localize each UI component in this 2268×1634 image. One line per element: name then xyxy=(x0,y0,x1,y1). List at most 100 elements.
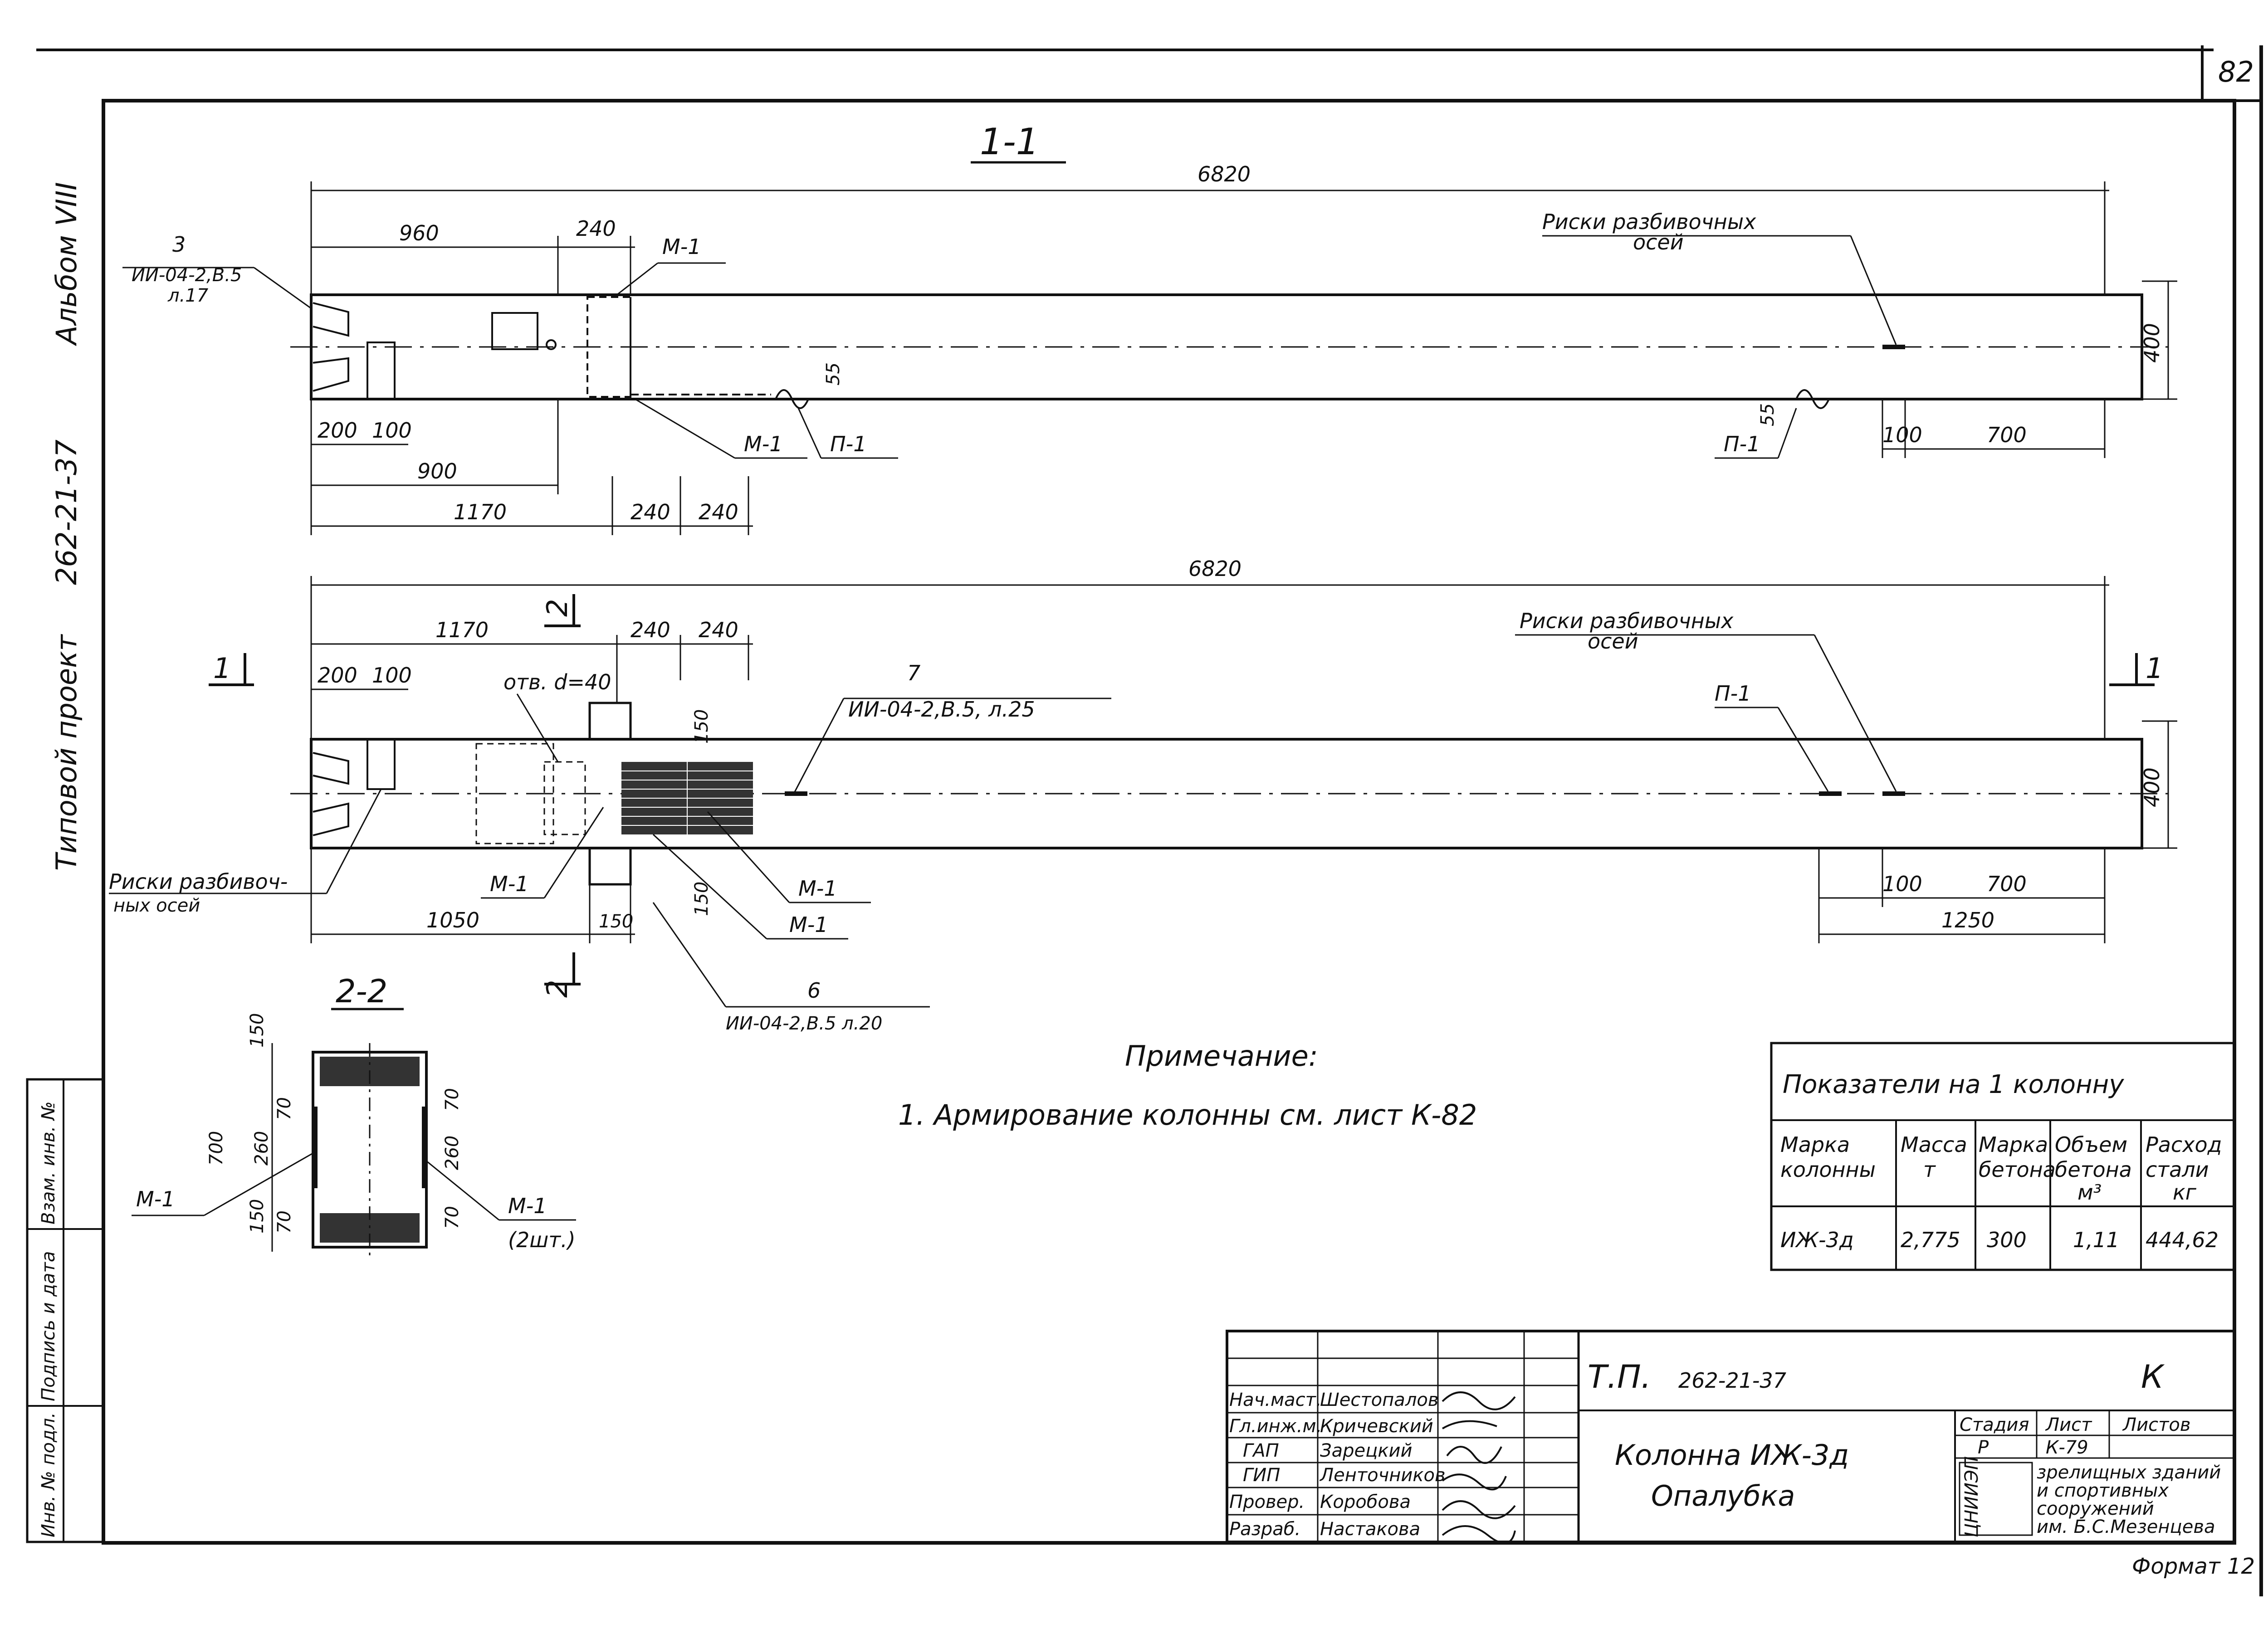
svg-text:240: 240 xyxy=(699,618,738,642)
svg-text:Зарецкий: Зарецкий xyxy=(1320,1440,1413,1461)
svg-text:отв. d=40: отв. d=40 xyxy=(503,670,611,694)
svg-text:и спортивных: и спортивных xyxy=(2037,1480,2169,1501)
svg-text:150: 150 xyxy=(691,709,712,744)
svg-text:бетона: бетона xyxy=(1979,1157,2056,1182)
svg-text:Инв. № подл.: Инв. № подл. xyxy=(38,1412,59,1537)
svg-text:осей: осей xyxy=(1633,230,1684,254)
svg-text:3: 3 xyxy=(172,232,186,257)
svg-text:Взам. инв. №: Взам. инв. № xyxy=(38,1101,59,1224)
svg-text:М-1: М-1 xyxy=(490,872,529,896)
svg-text:6820: 6820 xyxy=(1198,162,1251,186)
svg-text:М-1: М-1 xyxy=(508,1194,547,1218)
svg-text:6820: 6820 xyxy=(1188,556,1242,581)
svg-text:К: К xyxy=(2141,1358,2165,1395)
svg-text:осей: осей xyxy=(1588,629,1638,654)
sheet-number: 82 xyxy=(2218,55,2254,88)
svg-text:Подпись и дата: Подпись и дата xyxy=(38,1251,59,1401)
svg-text:Показатели на 1 колонну: Показатели на 1 колонну xyxy=(1783,1070,2124,1099)
svg-text:Примечание:: Примечание: xyxy=(1125,1039,1318,1073)
svg-text:100: 100 xyxy=(1882,872,1922,896)
svg-text:Настакова: Настакова xyxy=(1320,1519,1420,1540)
svg-text:444,62: 444,62 xyxy=(2146,1228,2219,1252)
svg-text:зрелищных зданий: зрелищных зданий xyxy=(2037,1462,2221,1483)
svg-text:1,11: 1,11 xyxy=(2073,1228,2119,1252)
svg-text:колонны: колонны xyxy=(1780,1157,1876,1182)
svg-text:Т.П.: Т.П. xyxy=(1588,1358,1651,1395)
svg-text:70: 70 xyxy=(274,1097,295,1120)
svg-text:им. Б.С.Мезенцева: им. Б.С.Мезенцева xyxy=(2037,1517,2215,1537)
svg-text:55: 55 xyxy=(1757,403,1778,426)
svg-text:70: 70 xyxy=(442,1088,463,1111)
svg-text:Стадия: Стадия xyxy=(1960,1415,2029,1435)
svg-text:700: 700 xyxy=(1987,423,2027,447)
svg-text:400: 400 xyxy=(2140,323,2164,363)
svg-text:1250: 1250 xyxy=(1941,908,1994,932)
plan-view: 6820 1170 240 240 200 100 150 отв. d=40 … xyxy=(109,556,2177,1034)
svg-text:ИИ-04-2,В.5 л.20: ИИ-04-2,В.5 л.20 xyxy=(726,1013,882,1034)
svg-text:ГАП: ГАП xyxy=(1243,1440,1279,1461)
svg-text:240: 240 xyxy=(631,618,670,642)
svg-text:200: 200 xyxy=(318,418,357,443)
svg-text:Марка: Марка xyxy=(1780,1132,1850,1157)
svg-text:П-1: П-1 xyxy=(1715,681,1751,706)
svg-text:6: 6 xyxy=(807,978,821,1003)
svg-text:70: 70 xyxy=(274,1210,295,1234)
svg-text:Альбом VIII: Альбом VIII xyxy=(50,182,83,347)
svg-text:М-1: М-1 xyxy=(798,876,837,901)
svg-text:150: 150 xyxy=(691,882,712,916)
svg-text:400: 400 xyxy=(2140,767,2164,807)
svg-text:сооружений: сооружений xyxy=(2037,1498,2154,1519)
svg-text:240: 240 xyxy=(699,500,738,524)
svg-text:М-1: М-1 xyxy=(136,1187,175,1211)
svg-text:260: 260 xyxy=(251,1131,272,1166)
svg-text:л.17: л.17 xyxy=(167,285,209,306)
svg-text:1050: 1050 xyxy=(426,908,479,932)
title-block: Т.П. 262-21-37 К Колонна ИЖ-3д Опалубка … xyxy=(1226,1330,2235,1544)
svg-text:7: 7 xyxy=(907,661,920,685)
svg-text:1170: 1170 xyxy=(454,500,507,524)
svg-text:1. Армирование колонны см. лис: 1. Армирование колонны см. лист К-82 xyxy=(898,1098,1477,1132)
indicators-table: Показатели на 1 колонну Марка колонны Ма… xyxy=(1770,1042,2235,1271)
svg-text:240: 240 xyxy=(631,500,670,524)
svg-text:960: 960 xyxy=(399,221,439,245)
section-2-2-title: 2-2 xyxy=(336,973,387,1010)
svg-text:700: 700 xyxy=(1987,872,2027,896)
svg-text:1170: 1170 xyxy=(435,618,489,642)
svg-text:240: 240 xyxy=(576,216,616,241)
svg-text:М-1: М-1 xyxy=(789,912,828,937)
svg-text:Кричевский: Кричевский xyxy=(1320,1416,1433,1437)
svg-text:М-1: М-1 xyxy=(662,234,701,259)
left-stamp: Взам. инв. № Подпись и дата Инв. № подл. xyxy=(26,1078,105,1543)
section-1-1-title: 1-1 xyxy=(980,121,1039,163)
svg-text:Колонна ИЖ-3д: Колонна ИЖ-3д xyxy=(1615,1439,1849,1472)
section-2-2: 2-2 150 700 260 70 150 70 260 70 70 М-1 … xyxy=(132,973,576,1256)
svg-text:ИЖ-3д: ИЖ-3д xyxy=(1780,1228,1854,1252)
svg-text:260: 260 xyxy=(442,1136,463,1170)
svg-text:т: т xyxy=(1923,1157,1936,1182)
svg-text:Лист: Лист xyxy=(2045,1415,2092,1435)
svg-text:1: 1 xyxy=(213,652,231,685)
svg-text:П-1: П-1 xyxy=(1724,432,1760,456)
svg-text:Типовой проект: Типовой проект xyxy=(50,634,83,871)
side-project-label: Альбом VIII 262-21-37 Типовой проект xyxy=(50,182,83,871)
svg-text:м³: м³ xyxy=(2077,1180,2102,1205)
svg-text:ИИ-04-2,В.5: ИИ-04-2,В.5 xyxy=(132,265,242,286)
svg-text:Ленточников: Ленточников xyxy=(1319,1465,1446,1486)
svg-text:Гл.инж.м.: Гл.инж.м. xyxy=(1229,1416,1322,1437)
svg-text:100: 100 xyxy=(1882,423,1922,447)
svg-text:150: 150 xyxy=(599,911,633,932)
svg-text:2: 2 xyxy=(541,599,574,617)
note: Примечание: 1. Армирование колонны см. л… xyxy=(898,1039,1477,1132)
svg-text:2: 2 xyxy=(541,980,574,998)
svg-text:262-21-37: 262-21-37 xyxy=(1678,1368,1786,1393)
svg-text:Р: Р xyxy=(1978,1437,1989,1458)
svg-text:55: 55 xyxy=(823,362,844,385)
svg-text:ИИ-04-2,В.5, л.25: ИИ-04-2,В.5, л.25 xyxy=(848,697,1035,722)
svg-text:Коробова: Коробова xyxy=(1320,1492,1411,1512)
format-label: Формат 12 xyxy=(2132,1554,2255,1579)
svg-text:70: 70 xyxy=(442,1206,463,1229)
svg-text:200: 200 xyxy=(318,663,357,688)
svg-text:Опалубка: Опалубка xyxy=(1651,1479,1795,1512)
